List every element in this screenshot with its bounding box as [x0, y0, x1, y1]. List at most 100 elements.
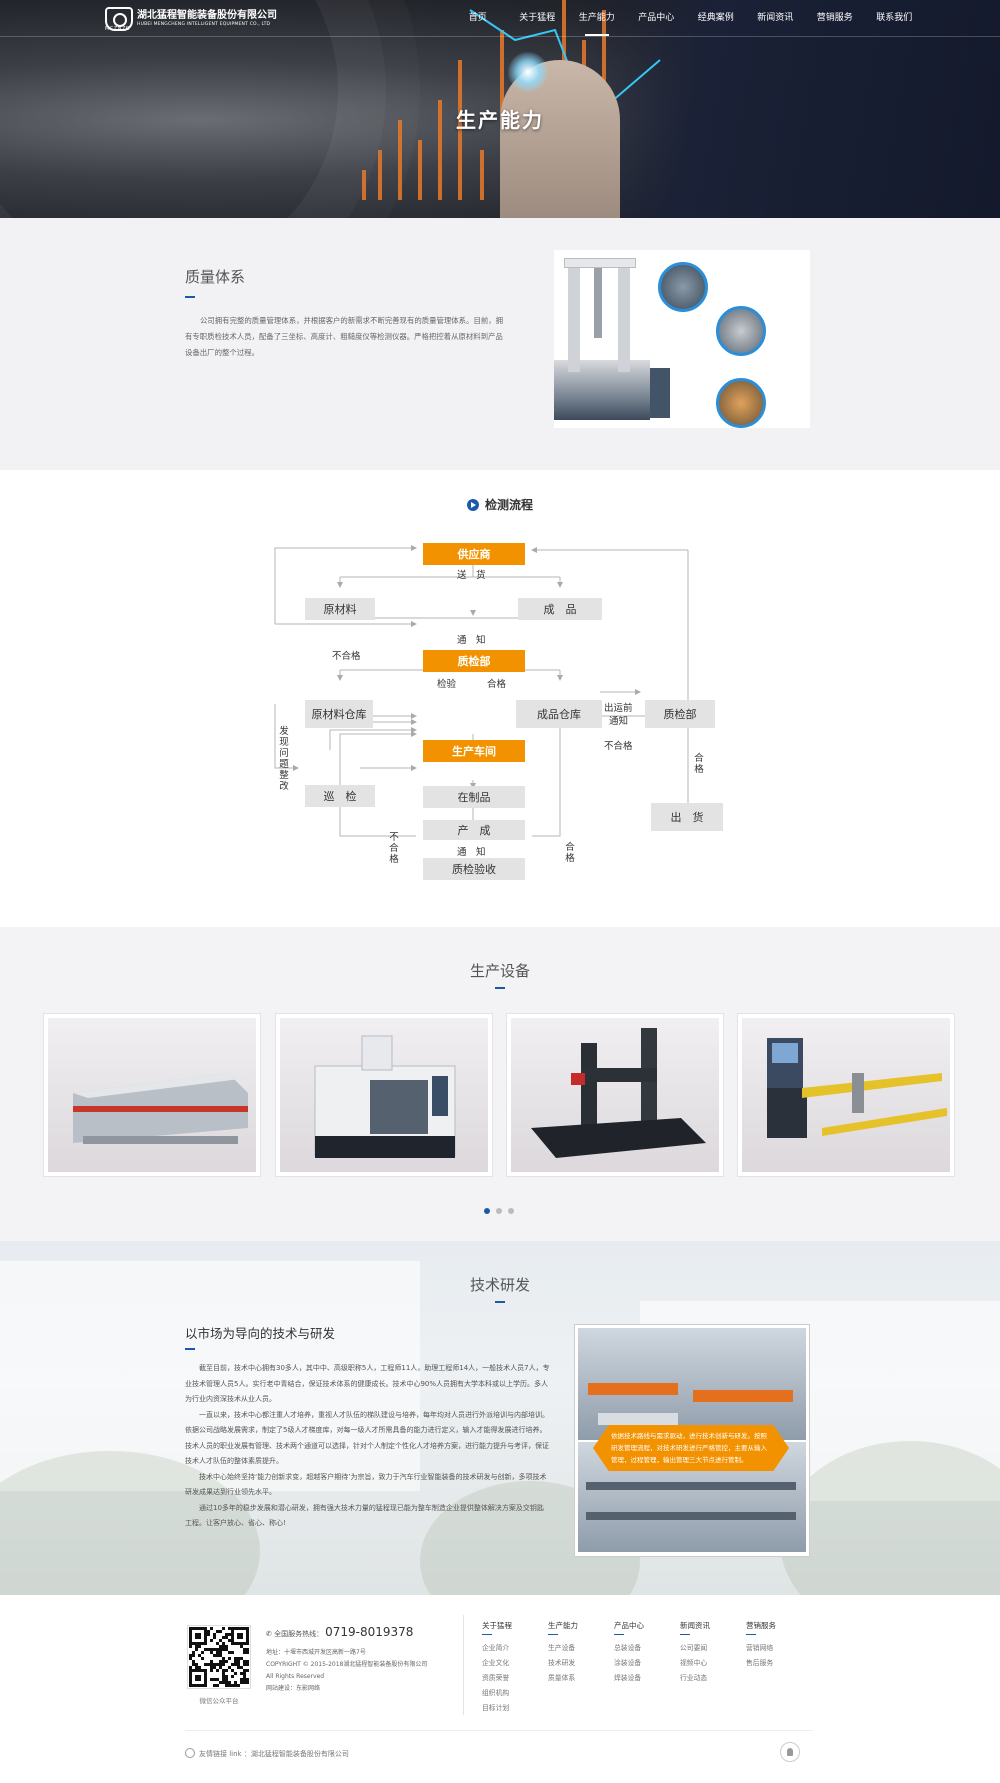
subtitle-underline: [185, 1348, 195, 1350]
footer-link[interactable]: 焊装设备: [614, 1674, 642, 1682]
nav-item[interactable]: 首页: [468, 13, 487, 23]
tech-paragraph: 技术中心始终坚持‘能力创新求变，超越客户期待’为宗旨，致力于汽车行业智能装备的技…: [185, 1472, 547, 1497]
logo[interactable]: 湖北猛程智能装备股份有限公司 HUBEI MENGCHENG INTELLIGE…: [105, 7, 277, 31]
tech-subtitle: 以市场为导向的技术与研发: [185, 1326, 336, 1341]
play-icon: [466, 499, 479, 511]
hotline-label: 全国服务热线：: [274, 1630, 324, 1638]
cmm-machine-image: [554, 250, 810, 428]
equipment-card[interactable]: [43, 1013, 261, 1177]
nav-item[interactable]: 新闻资讯: [757, 13, 794, 23]
nav-item[interactable]: 联系我们: [876, 13, 913, 23]
quality-text: 公司拥有完整的质量管理体系，并根据客户的新需求不断完善现有的质量管理体系。目前，…: [185, 316, 504, 357]
footer-column-title[interactable]: 关于猛程: [482, 1620, 542, 1635]
inspection-photo-circle: [658, 262, 708, 312]
site-builder[interactable]: 网站建设：东影网络: [266, 1685, 321, 1692]
flow-box-shipment: 出 货: [651, 803, 723, 831]
footer-link[interactable]: 公司要闻: [680, 1644, 708, 1652]
footer-divider: [463, 1615, 464, 1715]
footer-column-title[interactable]: 生产能力: [548, 1620, 608, 1635]
building-background: [0, 1261, 420, 1491]
flow-box-product-store: 成品仓库: [516, 700, 602, 728]
flow-label-qualified3: 合格: [565, 842, 575, 864]
shearing-machine-photo: [48, 1018, 256, 1172]
flow-label-unqualified3: 不合格: [389, 832, 399, 865]
flow-heading: 检测流程: [0, 496, 1000, 513]
nav-item[interactable]: 经典案例: [697, 13, 734, 23]
pager-dot[interactable]: [496, 1208, 502, 1214]
footer-link[interactable]: 售后服务: [746, 1659, 774, 1667]
back-to-top-button[interactable]: [780, 1742, 800, 1762]
footer-column: 产品中心总装设备涂装设备焊装设备: [614, 1620, 674, 1686]
footer-column-title[interactable]: 营销服务: [746, 1620, 806, 1635]
footer-link[interactable]: 目标计划: [482, 1704, 510, 1712]
footer-link[interactable]: 技术研发: [548, 1659, 576, 1667]
nav-item[interactable]: 产品中心: [638, 13, 675, 23]
flow-box-workshop: 生产车间: [423, 740, 525, 762]
footer-column-title[interactable]: 新闻资讯: [680, 1620, 740, 1635]
equipment-card[interactable]: [737, 1013, 955, 1177]
equipment-title: 生产设备: [469, 962, 530, 980]
footer-link[interactable]: 总装设备: [614, 1644, 642, 1652]
nav-item[interactable]: 生产能力: [567, 0, 627, 36]
logo-name: 湖北猛程智能装备股份有限公司: [137, 10, 277, 21]
footer-link[interactable]: 涂装设备: [614, 1659, 642, 1667]
footer-link[interactable]: 企业简介: [482, 1644, 510, 1652]
qr-caption: 微信公众平台: [199, 1697, 239, 1705]
office-photo: 依据技术路线与需求驱动，进行技术创新与研发。按照研发管理流程，对技术研发进行严格…: [574, 1324, 810, 1557]
wechat-qr-code: [187, 1625, 251, 1689]
tech-rd-section: 技术研发 以市场为导向的技术与研发 截至目前，技术中心拥有30多人，其中中、高级…: [0, 1241, 1000, 1651]
company-info: 地址：十堰市西城开发区高新一路7号 COPYRIGHT © 2015-2018湖…: [266, 1647, 427, 1695]
equipment-card[interactable]: [506, 1013, 724, 1177]
footer-link[interactable]: 行业动态: [680, 1674, 708, 1682]
title-underline: [185, 296, 195, 298]
equipment-section: 生产设备: [0, 927, 1000, 1241]
phone-icon: ✆: [266, 1630, 272, 1638]
inspection-photo-circle: [716, 306, 766, 356]
footer: 微信公众平台 ✆ 全国服务热线：0719-8019378 地址：十堰市西城开发区…: [0, 1595, 1000, 1783]
footer-link[interactable]: 视频中心: [680, 1659, 708, 1667]
friend-links-text[interactable]: 友情链接 link ：湖北猛程智能装备股份有限公司: [199, 1750, 349, 1758]
flow-label-before-ship: 出运前: [604, 703, 633, 714]
equipment-card[interactable]: [275, 1013, 493, 1177]
nav-item[interactable]: 关于猛程: [519, 13, 556, 23]
pager-dot[interactable]: [508, 1208, 514, 1214]
copyright: COPYRIGHT © 2015-2018湖北猛程智能装备股份有限公司: [266, 1661, 428, 1668]
footer-link[interactable]: 企业文化: [482, 1659, 510, 1667]
tech-title: 技术研发: [469, 1276, 530, 1294]
nav-item[interactable]: 营销服务: [816, 13, 853, 23]
flow-box-supplier: 供应商: [423, 543, 525, 565]
title-underline: [495, 987, 505, 989]
pager-dot[interactable]: [484, 1208, 490, 1214]
office-photo-top: [578, 1328, 806, 1440]
rd-caption: 依据技术路线与需求驱动，进行技术创新与研发。按照研发管理流程，对技术研发进行严格…: [593, 1425, 789, 1471]
tech-paragraph: 截至目前，技术中心拥有30多人，其中中、高级职称5人，工程师11人，助理工程师1…: [185, 1364, 550, 1403]
logo-icon: [105, 7, 133, 31]
footer-link[interactable]: 质量体系: [548, 1674, 576, 1682]
tech-paragraph: 通过10多年的稳步发展和潜心研发，拥有强大技术力量的猛程现已能为整车制造企业提供…: [185, 1503, 544, 1528]
cutting-machine-photo: [742, 1018, 950, 1172]
flow-box-qc-department: 质检部: [423, 650, 525, 672]
flow-label-deliver: 送 货: [457, 570, 486, 581]
flow-box-wip: 在制品: [423, 786, 525, 808]
flow-label-qualified: 合格: [487, 679, 507, 690]
rights: All Rights Reserved: [266, 1673, 325, 1680]
flow-box-qc-department-2: 质检部: [645, 700, 715, 728]
flow-label-unqualified: 不合格: [332, 651, 361, 662]
flow-box-raw-material: 原材料: [305, 598, 375, 620]
logo-english: HUBEI MENGCHENG INTELLIGENT EQUIPMENT CO…: [137, 22, 271, 27]
footer-column-title[interactable]: 产品中心: [614, 1620, 674, 1635]
footer-link[interactable]: 资质荣誉: [482, 1674, 510, 1682]
carousel-pager: [484, 1208, 520, 1214]
nav-divider: [0, 36, 1000, 37]
footer-column: 营销服务营销网络售后服务: [746, 1620, 806, 1671]
flow-box-patrol: 巡 检: [305, 785, 375, 807]
footer-link[interactable]: 生产设备: [548, 1644, 576, 1652]
flow-label-unqualified2: 不合格: [604, 741, 633, 752]
flow-box-output: 产 成: [423, 820, 525, 840]
flow-label-inspect: 检验: [437, 679, 457, 690]
flow-title: 检测流程: [484, 498, 533, 512]
footer-link[interactable]: 营销网络: [746, 1644, 774, 1652]
flow-label-notify: 通 知: [457, 635, 486, 646]
footer-link[interactable]: 组织机构: [482, 1689, 510, 1697]
